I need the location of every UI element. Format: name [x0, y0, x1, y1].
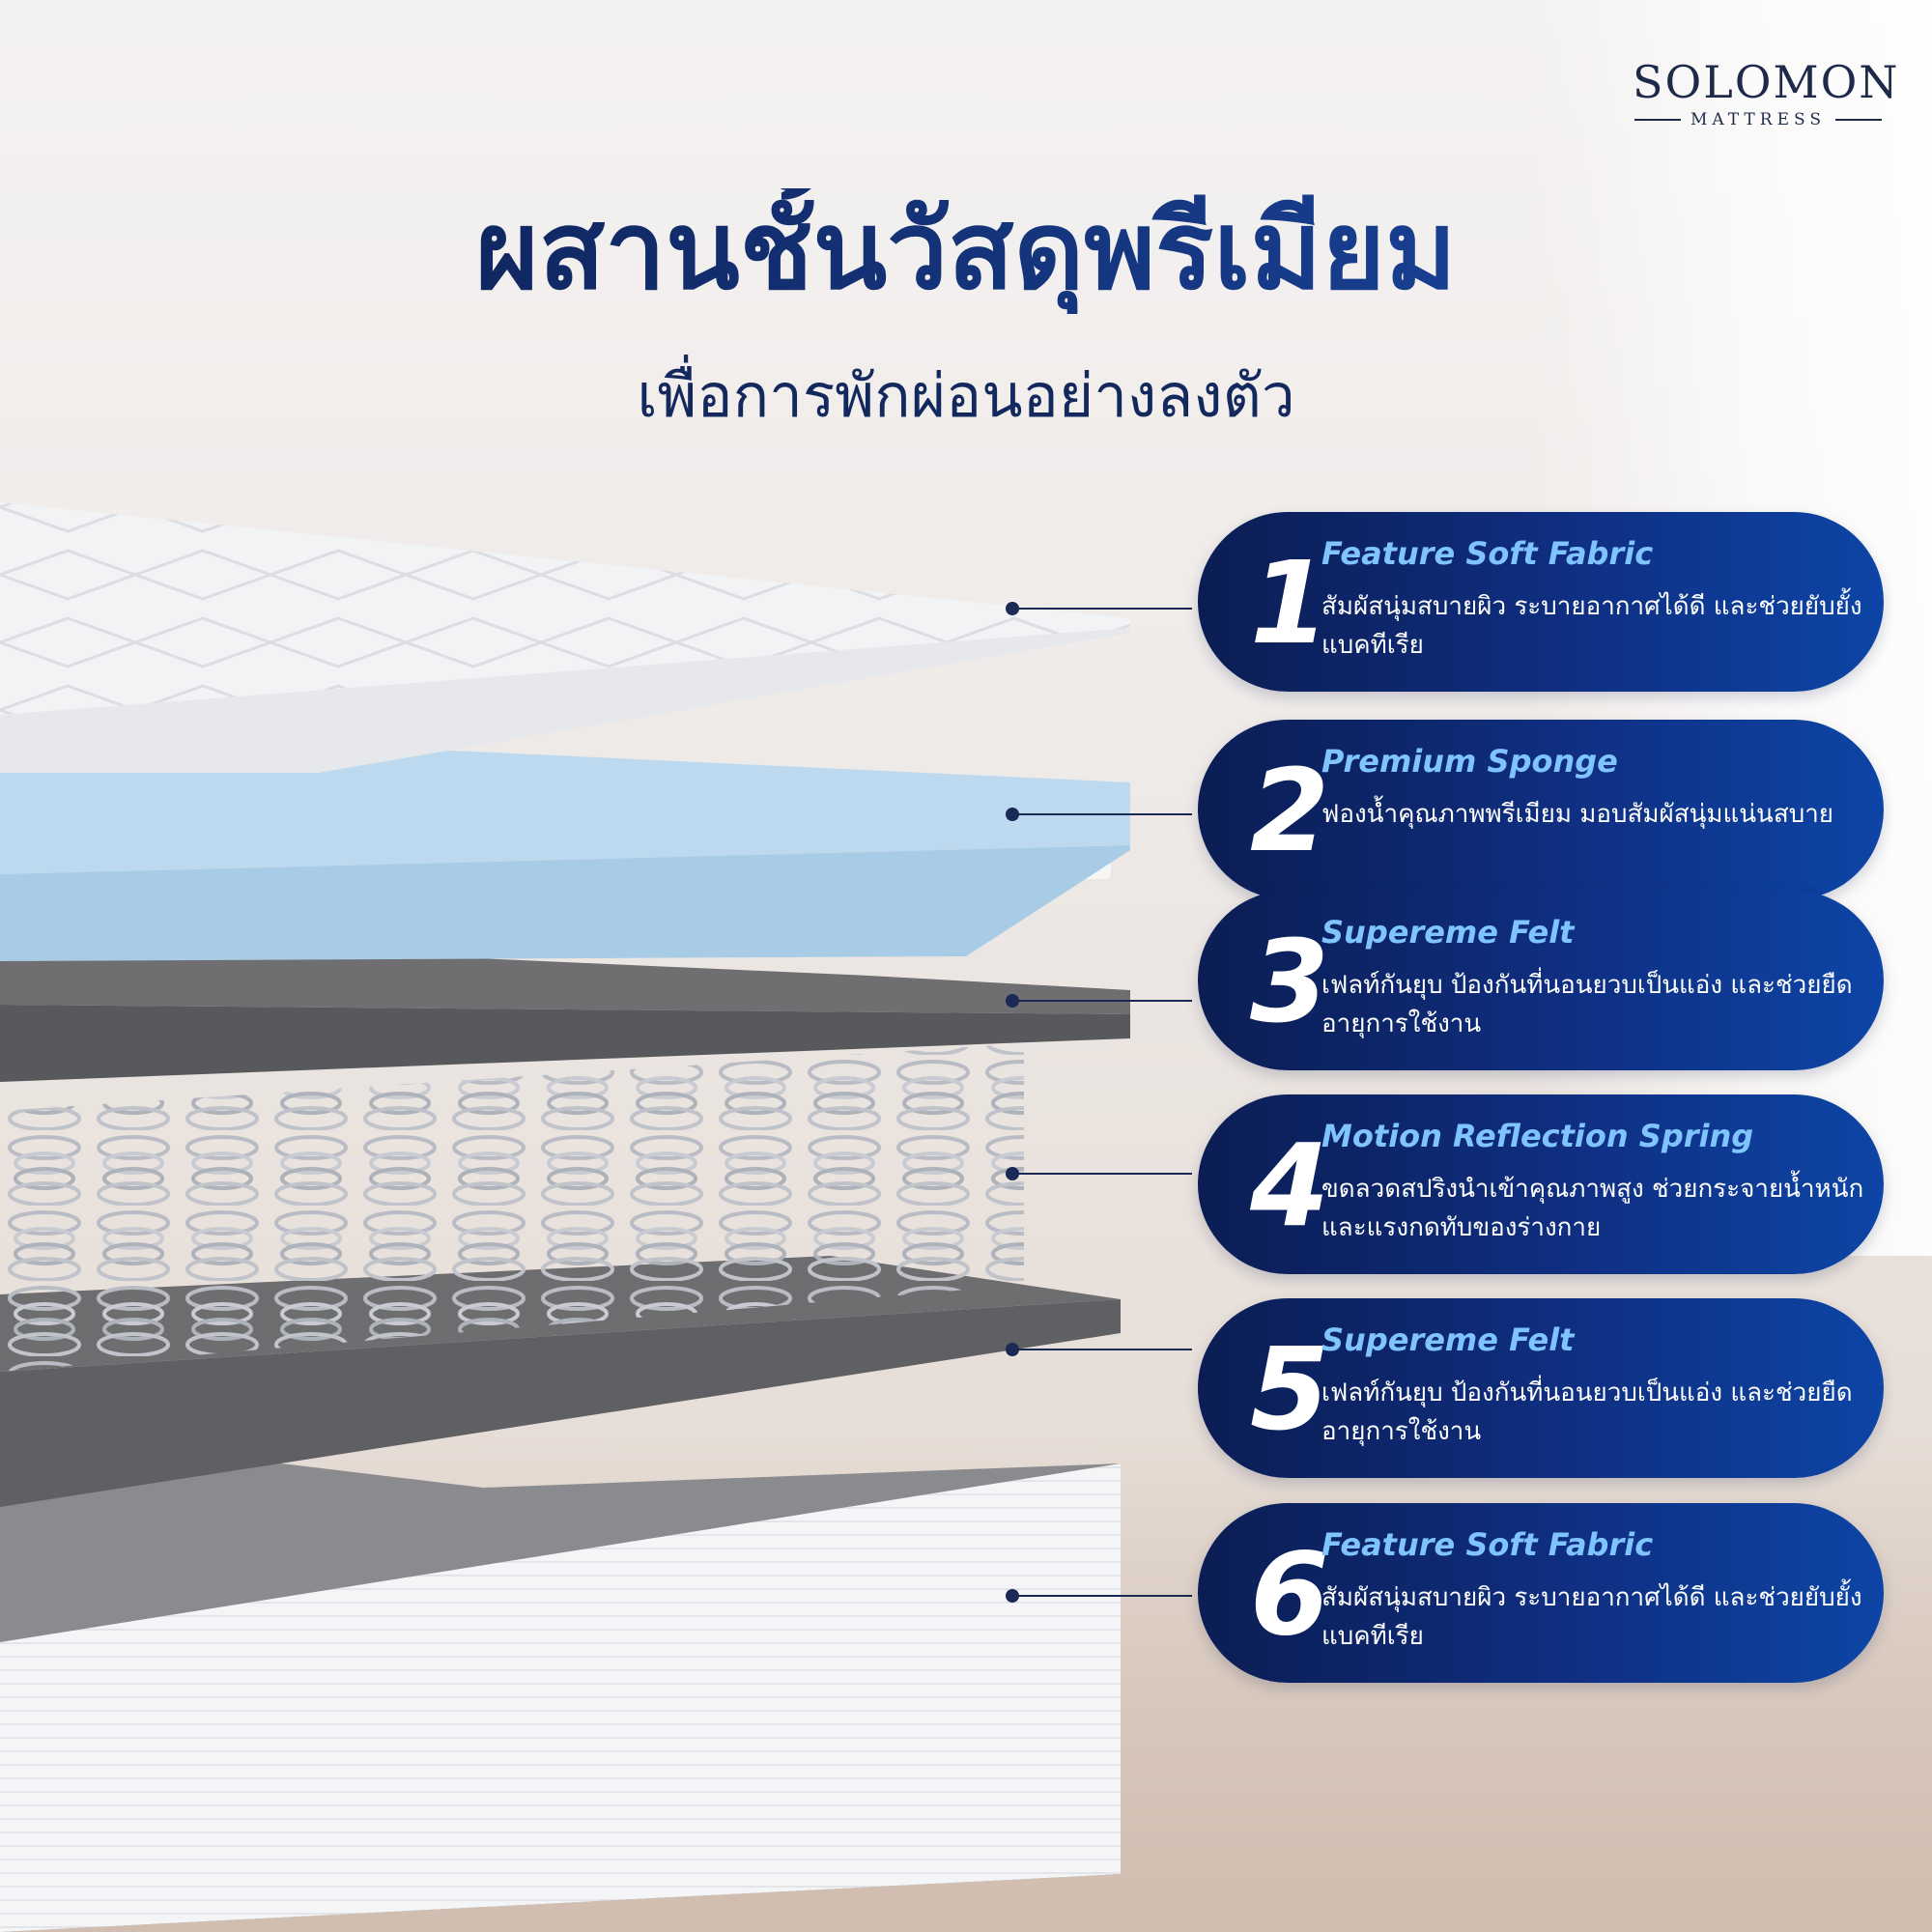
mattress-layers-illustration: [0, 502, 1192, 1932]
feature-number: 3: [1249, 915, 1330, 1048]
feature-description: ฟองน้ำคุณภาพพรีเมียม มอบสัมผัสนุ่มแน่นสบ…: [1321, 800, 1834, 829]
leader-dot-4: [1006, 1167, 1019, 1180]
leader-dot-3: [1006, 994, 1019, 1008]
feature-description: เฟลท์กันยุบ ป้องกันที่นอนยวบเป็นแอ่ง และ…: [1321, 1378, 1853, 1446]
layer-4-springs: [0, 1043, 1024, 1372]
layer-3-felt-side: [0, 1005, 1130, 1082]
feature-card-4: 4 Motion Reflection Spring ขดลวดสปริงนำเ…: [1198, 1094, 1884, 1274]
logo-divider-left: [1634, 119, 1682, 121]
feature-title: Supereme Felt: [1321, 914, 1575, 951]
layer-6-base-side: [0, 1463, 1121, 1932]
feature-number: 5: [1249, 1322, 1330, 1456]
feature-description: สัมผัสนุ่มสบายผิว ระบายอากาศได้ดี และช่ว…: [1321, 592, 1862, 660]
leader-dots: [1006, 602, 1019, 1603]
leader-dot-1: [1006, 602, 1019, 615]
logo-divider-right: [1834, 119, 1882, 121]
feature-title: Feature Soft Fabric: [1321, 1526, 1654, 1563]
brand-tagline: MATTRESS: [1690, 110, 1826, 129]
feature-card-6: 6 Feature Soft Fabric สัมผัสนุ่มสบายผิว …: [1198, 1503, 1884, 1683]
feature-title: Premium Sponge: [1321, 743, 1618, 780]
leader-dot-5: [1006, 1343, 1019, 1356]
feature-number: 1: [1249, 536, 1330, 669]
layer-1-fabric-edge: [0, 628, 1130, 773]
page-title: ผสานชั้นวัสดุพรีเมียม: [0, 188, 1932, 314]
feature-number: 6: [1249, 1527, 1330, 1661]
leader-dot-2: [1006, 808, 1019, 821]
leader-lines: [1012, 608, 1192, 1597]
feature-number: 2: [1249, 744, 1330, 877]
feature-description: ขดลวดสปริงนำเข้าคุณภาพสูง ช่วยกระจายน้ำห…: [1321, 1175, 1864, 1242]
feature-card-5: 5 Supereme Felt เฟลท์กันยุบ ป้องกันที่นอ…: [1198, 1298, 1884, 1478]
feature-title: Feature Soft Fabric: [1321, 535, 1654, 572]
layer-1-fabric-top: [0, 502, 1130, 715]
leader-dot-6: [1006, 1589, 1019, 1603]
feature-number: 4: [1249, 1119, 1330, 1252]
feature-card-1: 1 Feature Soft Fabric สัมผัสนุ่มสบายผิว …: [1198, 512, 1884, 692]
layer-5-felt: [0, 1299, 1121, 1507]
brand-logo: SOLOMON MATTRESS: [1633, 56, 1900, 129]
feature-title: Motion Reflection Spring: [1321, 1118, 1754, 1154]
feature-description: สัมผัสนุ่มสบายผิว ระบายอากาศได้ดี และช่ว…: [1321, 1583, 1862, 1651]
feature-description: เฟลท์กันยุบ ป้องกันที่นอนยวบเป็นแอ่ง และ…: [1321, 971, 1853, 1038]
brand-name: SOLOMON: [1633, 56, 1900, 108]
feature-card-3: 3 Supereme Felt เฟลท์กันยุบ ป้องกันที่นอ…: [1198, 891, 1884, 1070]
feature-title: Supereme Felt: [1321, 1321, 1575, 1358]
layer-2-sponge-side: [0, 845, 1130, 961]
page-subtitle: เพื่อการพักผ่อนอย่างลงตัว: [637, 360, 1295, 431]
brand-tagline-row: MATTRESS: [1633, 110, 1884, 129]
feature-card-2: 2 Premium Sponge ฟองน้ำคุณภาพพรีเมียม มอ…: [1198, 720, 1884, 899]
